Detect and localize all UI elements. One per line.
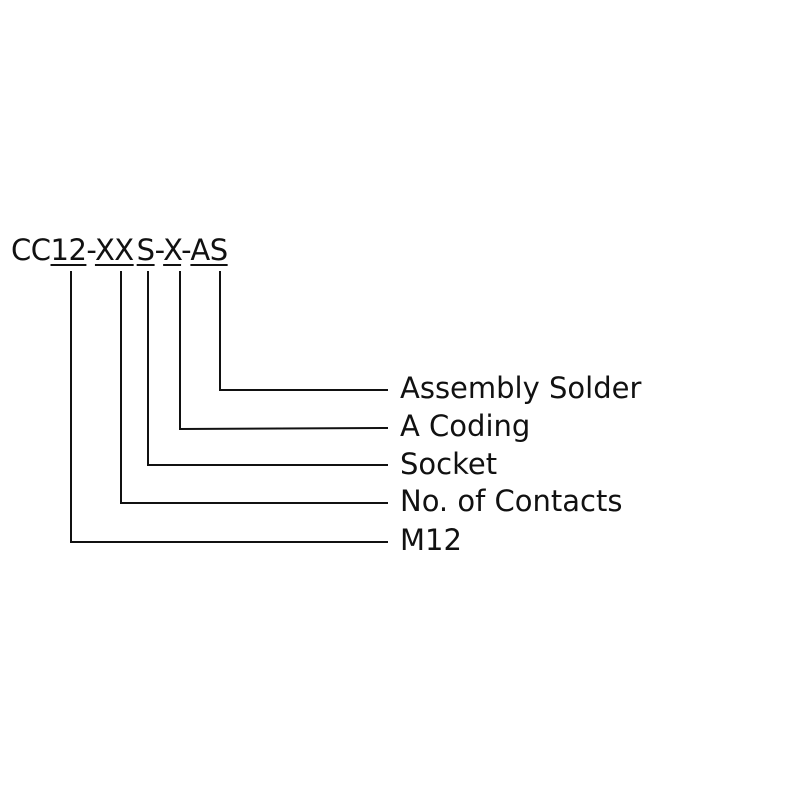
pn-size: 12 — [50, 233, 87, 267]
pn-prefix: CC — [11, 233, 51, 267]
label-assembly-solder: Assembly Solder — [400, 371, 642, 405]
label-no-of-contacts: No. of Contacts — [400, 484, 623, 518]
pn-dash: - — [86, 233, 95, 267]
pn-coding: X — [163, 233, 182, 267]
leader-socket — [147, 271, 388, 466]
pn-dash: - — [154, 233, 164, 267]
pn-assembly: AS — [190, 233, 228, 267]
label-a-coding: A Coding — [400, 409, 531, 443]
label-socket: Socket — [400, 447, 498, 481]
leader-a-coding — [179, 271, 389, 431]
pn-dash: - — [181, 233, 191, 267]
pn-contacts: XX — [94, 233, 134, 267]
leader-m12 — [70, 271, 388, 543]
leader-assembly-solder — [219, 271, 388, 391]
pn-socket: S — [136, 233, 155, 267]
label-m12: M12 — [400, 523, 462, 557]
leader-contacts — [120, 271, 388, 504]
